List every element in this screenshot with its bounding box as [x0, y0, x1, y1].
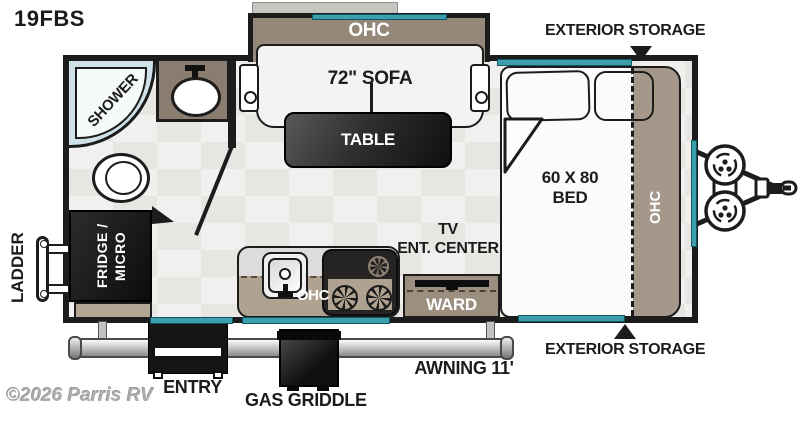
gas-griddle-icon: [277, 329, 341, 391]
bed-window-strip: [497, 59, 632, 66]
tv-label-line1: TV: [438, 221, 458, 238]
fridge-label-line1: FRIDGE /: [93, 223, 110, 289]
table-label: TABLE: [341, 130, 395, 149]
sofa-ohc-label: OHC: [348, 20, 390, 41]
burner-icon: [368, 256, 389, 277]
slide-window-strip: [312, 14, 447, 20]
bathroom-sink-icon: [171, 77, 221, 117]
faucet-icon: [277, 284, 293, 297]
step-foot: [153, 371, 163, 379]
propane-tank-icon: [704, 144, 746, 186]
sofa-cushion-split: [370, 82, 373, 124]
burner-icon: [366, 285, 392, 311]
fridge-micro-icon: FRIDGE / MICRO: [69, 210, 152, 302]
faucet-icon: [185, 65, 205, 79]
watermark: ©2026 Parris RV: [6, 385, 154, 406]
storage-door-strip: [518, 315, 625, 322]
entry-steps-icon: [148, 322, 228, 379]
ward-label: WARD: [426, 295, 477, 314]
awning-end-cap: [500, 336, 514, 360]
toilet-icon: [92, 153, 150, 203]
ladder-rung: [46, 284, 70, 294]
entry-label: ENTRY: [163, 377, 222, 397]
ladder-label: LADDER: [8, 232, 27, 304]
bathroom-wall: [228, 58, 236, 148]
front-window-strip: [691, 140, 697, 247]
sofa-armrest-icon: [239, 64, 259, 112]
page-title: 19FBS: [14, 6, 85, 31]
gas-griddle-label: GAS GRIDDLE: [245, 390, 367, 410]
awning-label: AWNING 11': [414, 358, 514, 378]
exterior-storage-top-label: EXTERIOR STORAGE: [545, 22, 706, 39]
blanket-fold-icon: [503, 117, 544, 174]
kitchen-window-strip: [242, 317, 390, 324]
storage-divider-dashed: [631, 68, 634, 316]
tv-label-line2: ENT. CENTER: [397, 240, 499, 257]
ladder-icon: [36, 236, 49, 302]
bed-label-line1: 60 X 80: [541, 168, 599, 187]
kitchen-sink-icon: [262, 252, 308, 299]
wardrobe-icon: WARD: [403, 274, 500, 318]
entry-door-strip: [150, 317, 233, 324]
bed-label-line2: BED: [552, 188, 588, 207]
burner-icon: [332, 285, 358, 311]
stove-icon: [322, 249, 398, 316]
kitchen-ohc-label: OHC: [296, 287, 330, 304]
bathroom-vanity: [156, 58, 230, 122]
counter-shelf: [74, 302, 152, 319]
tv-icon: [415, 280, 489, 290]
sofa-label: 72" SOFA: [327, 68, 413, 89]
bed-ohc-label: OHC: [647, 190, 664, 224]
hitch-icon: [695, 144, 798, 232]
table-icon: TABLE: [284, 112, 452, 168]
propane-tank-icon: [704, 190, 746, 232]
awning-end-cap: [68, 336, 82, 360]
ladder-rung: [46, 244, 70, 254]
pillow-icon: [505, 69, 591, 123]
fridge-label-line2: MICRO: [111, 231, 128, 281]
arrow-up-icon: [614, 324, 636, 339]
pillow-icon: [594, 71, 654, 121]
sofa-armrest-icon: [470, 64, 490, 112]
step-foot: [213, 371, 223, 379]
arrow-down-icon: [630, 46, 652, 61]
exterior-storage-bottom-label: EXTERIOR STORAGE: [545, 341, 706, 358]
